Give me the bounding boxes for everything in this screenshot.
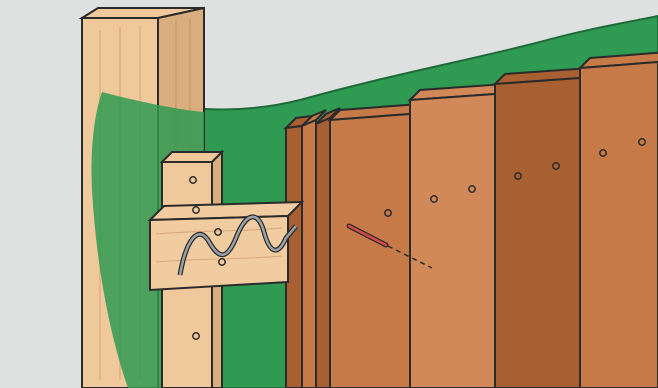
screw-hole-icon — [384, 209, 392, 217]
screw-hole-icon — [468, 185, 476, 193]
screw-hole-icon — [514, 172, 522, 180]
wall-tie-highlight — [178, 215, 297, 276]
screw-hole-icon — [430, 195, 438, 203]
screw-hole-icon — [214, 228, 222, 236]
screw-hole-icon — [218, 258, 226, 266]
fence-board — [315, 116, 331, 388]
fence-board — [409, 92, 496, 388]
fence-board — [329, 112, 411, 388]
fence-board — [579, 60, 658, 388]
screw-hole-icon — [192, 332, 200, 340]
screw-hole-icon — [192, 206, 200, 214]
screw-hole-icon — [189, 176, 197, 184]
nail-highlight — [347, 224, 388, 247]
screw-hole-icon — [599, 149, 607, 157]
fence-board — [301, 118, 317, 388]
nail-path-dashed — [387, 245, 433, 269]
fence-board — [494, 76, 581, 388]
screw-hole-icon — [638, 138, 646, 146]
screw-hole-icon — [552, 162, 560, 170]
screw-holes — [189, 138, 646, 340]
fence-board — [285, 124, 303, 388]
nail-icon — [346, 223, 433, 269]
